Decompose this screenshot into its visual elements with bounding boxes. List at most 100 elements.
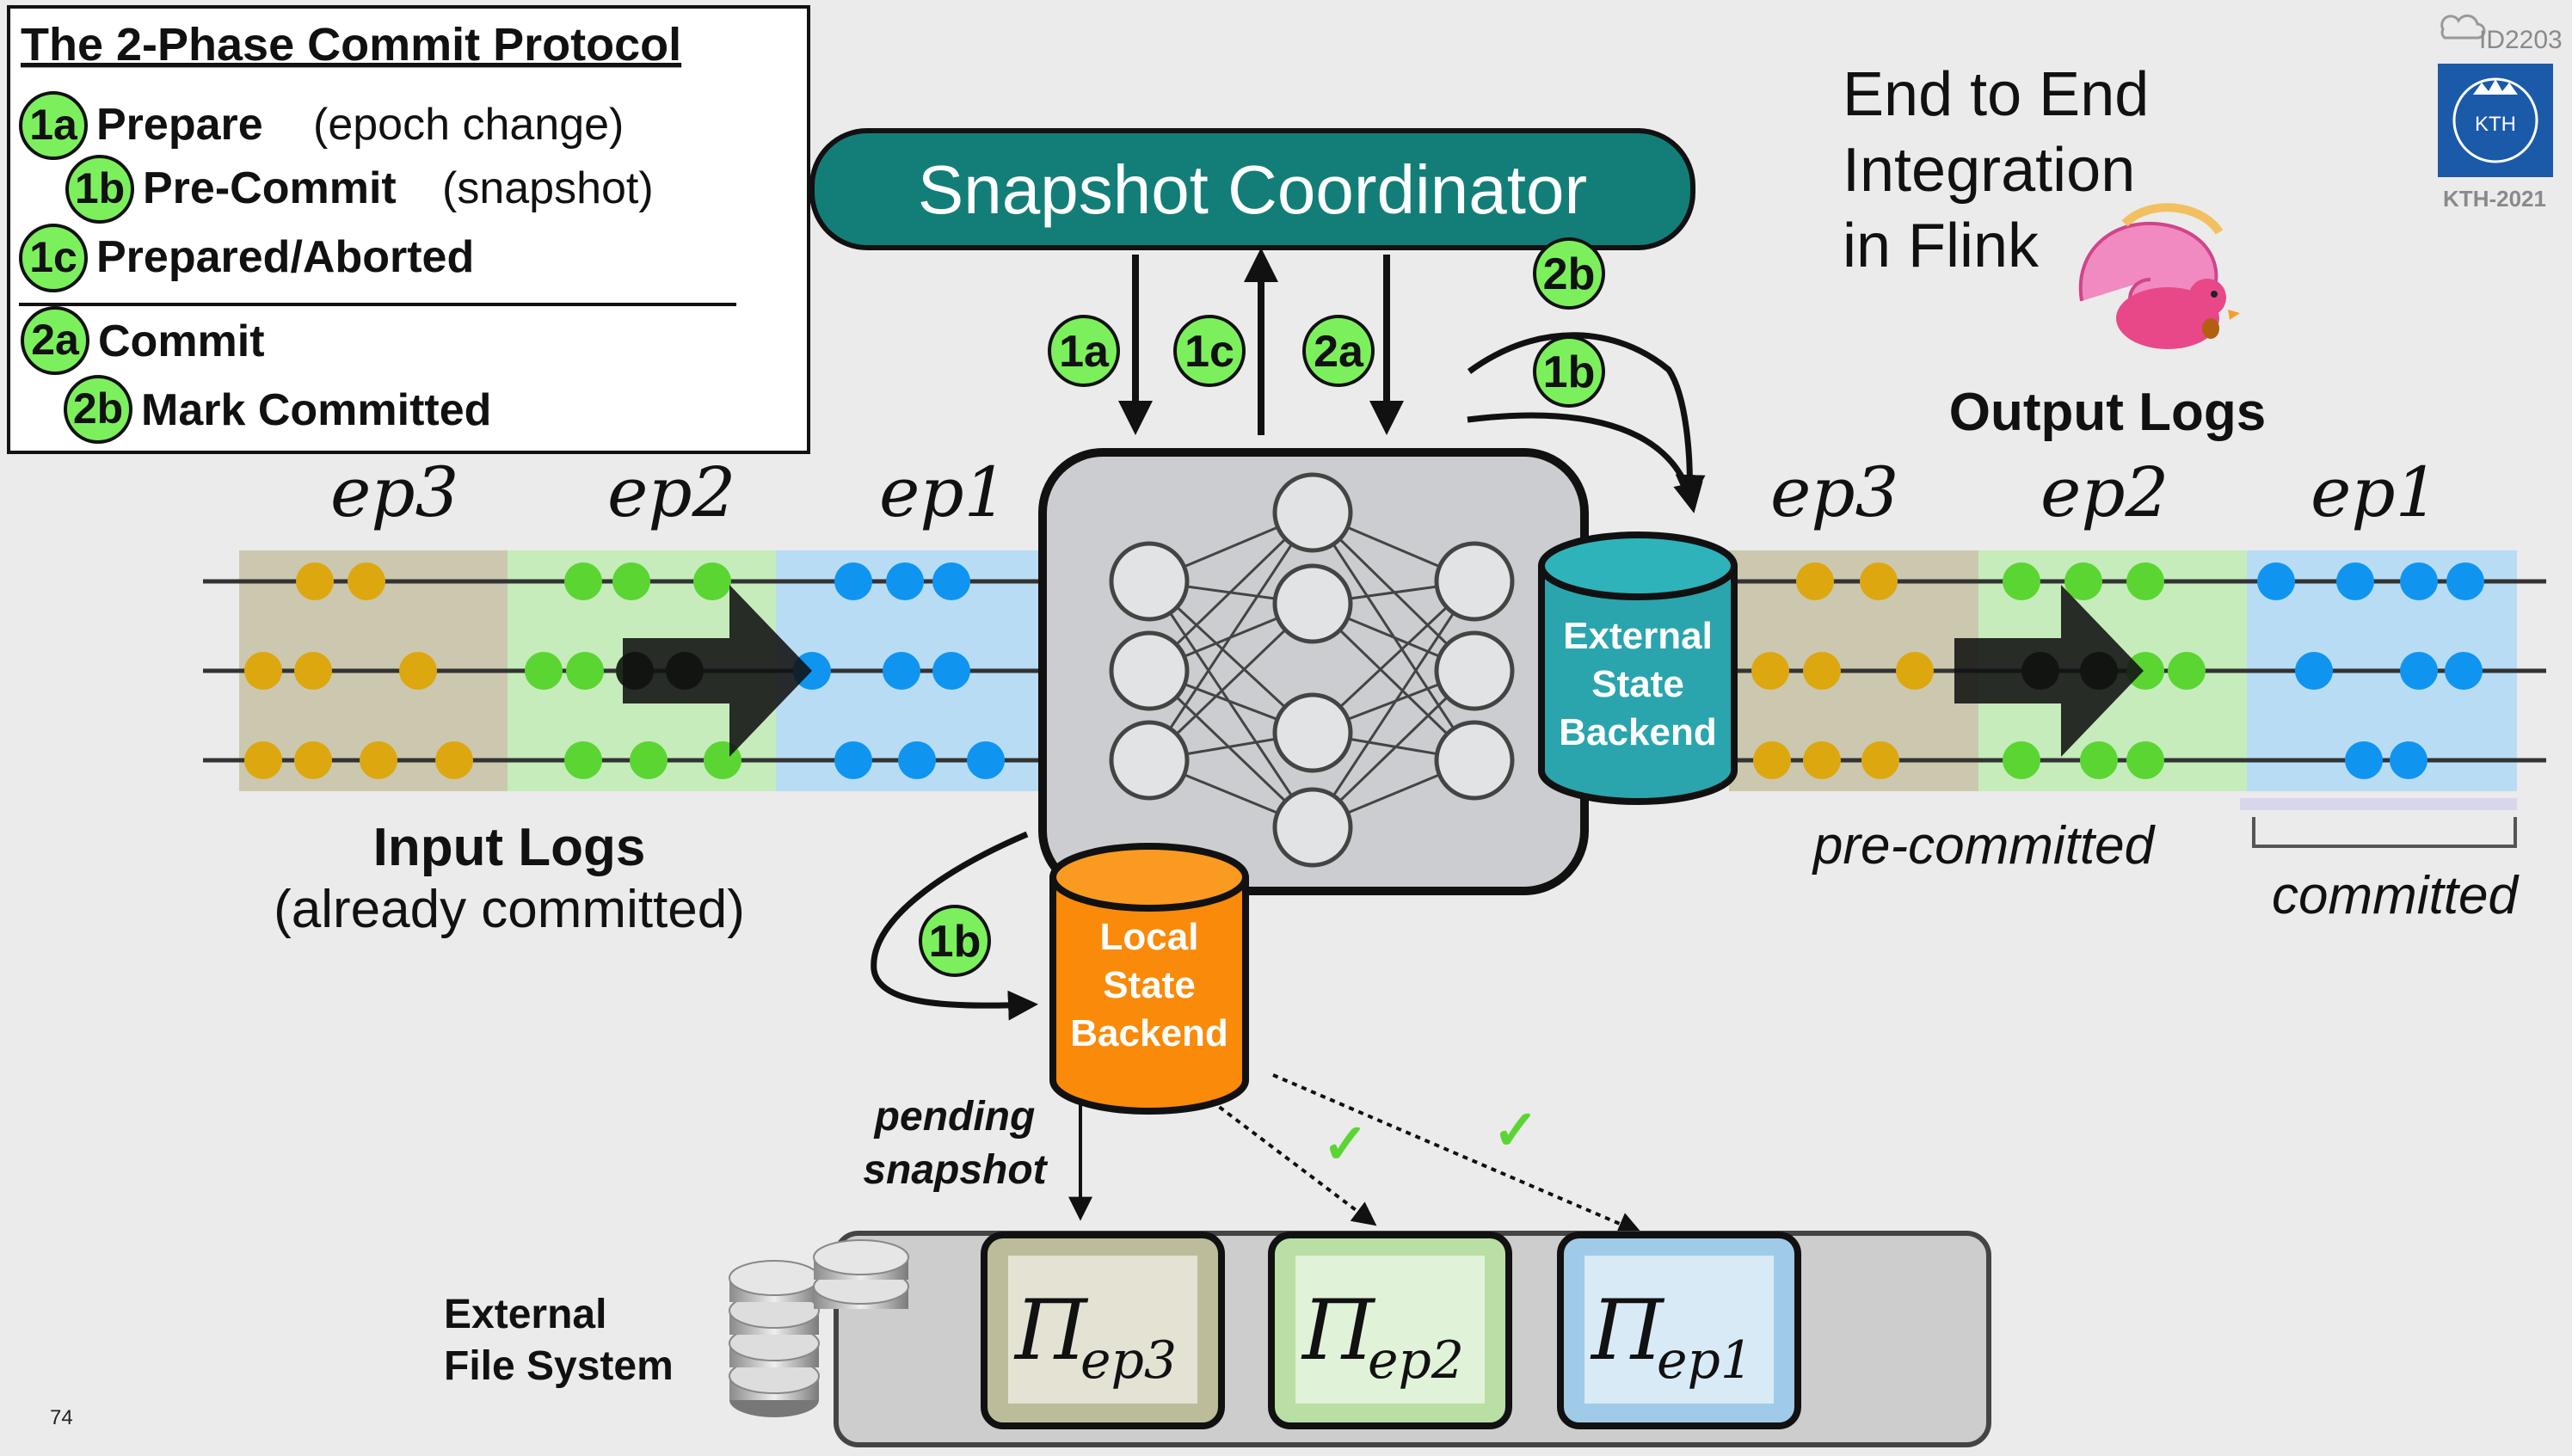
snapshot-label: ep1 <box>1657 1330 1753 1391</box>
arrow-to-ep2 <box>1209 1099 1377 1226</box>
legend-label: Prepared/Aborted <box>96 232 474 282</box>
badge-circle <box>19 224 88 292</box>
svg-text:External: External <box>1563 615 1713 657</box>
nn-node <box>1272 787 1353 868</box>
nn-node <box>1434 720 1515 801</box>
output-flow-arrow <box>1954 585 2144 757</box>
event-dot <box>2126 652 2164 690</box>
coordinator-label: Snapshot Coordinator <box>918 151 1587 228</box>
input-epoch-labels: ep3 ep2 ep1 <box>330 452 1007 532</box>
nn-edge <box>1148 581 1314 828</box>
event-dot <box>834 562 872 600</box>
cloud-icon <box>2440 14 2486 40</box>
external-state-backend: External State Backend <box>1538 531 1738 805</box>
nn-edge <box>1148 512 1314 761</box>
output-epoch-labels: ep3 ep2 ep1 <box>1770 452 2439 532</box>
svg-text:State: State <box>1591 663 1684 705</box>
event-dot <box>967 741 1005 779</box>
event-dot <box>2336 562 2374 600</box>
snapshot-label: ep2 <box>1368 1330 1464 1391</box>
legend-item-1c: 1c Prepared/Aborted <box>19 224 474 292</box>
legend-item-2b: 2b Mark Committed <box>64 375 491 444</box>
event-dot <box>1860 562 1898 600</box>
event-dot <box>296 562 334 600</box>
event-dot <box>898 741 936 779</box>
arrow-1b-top <box>1467 412 1703 513</box>
event-dot <box>244 652 282 690</box>
input-logs <box>203 550 1110 791</box>
badge-1c: 1c <box>1173 315 1246 387</box>
event-dot <box>1803 741 1841 779</box>
event-dot <box>294 652 332 690</box>
legend-item-1a: 1a Prepare (epoch change) <box>19 91 624 160</box>
local-state-backend: Local State Backend <box>1049 843 1249 1115</box>
flink-squirrel-icon <box>2078 203 2240 349</box>
event-dot <box>2400 562 2438 600</box>
protocol-legend: The 2-Phase Commit Protocol 1a Prepare (… <box>7 5 810 454</box>
file-system-label-line2: File System <box>444 1343 674 1389</box>
svg-text:2b: 2b <box>1543 249 1596 299</box>
event-dot <box>2168 652 2206 690</box>
event-dot <box>2064 562 2102 600</box>
svg-text:Integration: Integration <box>1843 136 2135 205</box>
input-logs-subtitle: (already committed) <box>274 880 745 939</box>
check-icon: ✓ <box>1322 1113 1369 1175</box>
arrow-1b-bottom <box>871 831 1038 1021</box>
svg-text:Backend: Backend <box>1559 711 1716 753</box>
badge-1b-bottom: 1b <box>919 905 991 977</box>
badge-2a: 2a <box>1302 315 1375 387</box>
output-epoch-ep1: ep1 <box>2310 452 2439 532</box>
event-dot <box>2003 741 2040 779</box>
slide-number: 74 <box>50 1406 73 1429</box>
event-dot <box>294 741 332 779</box>
flink-operator <box>1038 448 1589 895</box>
neural-network-icon <box>1109 472 1515 868</box>
badge-label: 1a <box>29 101 78 149</box>
input-epoch-ep3: ep3 <box>330 452 458 532</box>
file-system: External File System <box>444 1231 1991 1447</box>
input-epoch-ep1: ep1 <box>879 452 1007 532</box>
pi-symbol: Π <box>1013 1282 1089 1379</box>
coordinator-arrows <box>1118 248 1706 513</box>
database-icon <box>729 1239 909 1417</box>
event-dot <box>2126 562 2164 600</box>
legend-label: Pre-Commit <box>143 163 397 213</box>
snapshot-coordinator: Snapshot Coordinator <box>809 128 1695 250</box>
output-epoch-ep2: ep2 <box>2040 452 2169 532</box>
pi-symbol: Π <box>1590 1282 1665 1379</box>
legend-label: Prepare <box>96 100 263 150</box>
event-dot <box>1751 652 1789 690</box>
pi-symbol: Π <box>1301 1282 1376 1379</box>
file-system-label-line1: External <box>444 1292 606 1337</box>
flink-title: End to End Integration in Flink <box>1843 60 2149 280</box>
arrow-to-ep1 <box>1272 1073 1643 1236</box>
event-dot <box>564 562 602 600</box>
event-dot <box>399 652 437 690</box>
snapshot-ep2: Π ep2 <box>1268 1232 1512 1429</box>
svg-text:Backend: Backend <box>1070 1012 1228 1054</box>
event-dot <box>932 652 970 690</box>
event-dot <box>360 741 397 779</box>
event-dot <box>1796 562 1834 600</box>
legend-note: (snapshot) <box>442 163 654 213</box>
legend-note: (epoch change) <box>313 100 624 150</box>
event-dot <box>1803 652 1841 690</box>
event-dot <box>2126 741 2164 779</box>
event-dot <box>886 562 924 600</box>
output-logs-title: Output Logs <box>1949 383 2266 442</box>
committed-marker <box>2240 798 2517 810</box>
badge-label: 1c <box>29 233 77 281</box>
snapshot-ep3: Π ep3 <box>981 1232 1225 1429</box>
event-dot <box>435 741 473 779</box>
snapshot-ep1: Π ep1 <box>1557 1232 1801 1429</box>
committed-bracket <box>2252 817 2517 848</box>
legend-title: The 2-Phase Commit Protocol <box>21 19 681 71</box>
svg-text:KTH: KTH <box>2475 113 2516 136</box>
badge-circle <box>65 155 134 224</box>
event-dot <box>244 741 282 779</box>
svg-text:End to End: End to End <box>1843 60 2149 129</box>
nn-node <box>1272 692 1353 773</box>
input-epoch-ep2: ep2 <box>607 452 735 532</box>
badge-label: 2b <box>73 384 123 433</box>
